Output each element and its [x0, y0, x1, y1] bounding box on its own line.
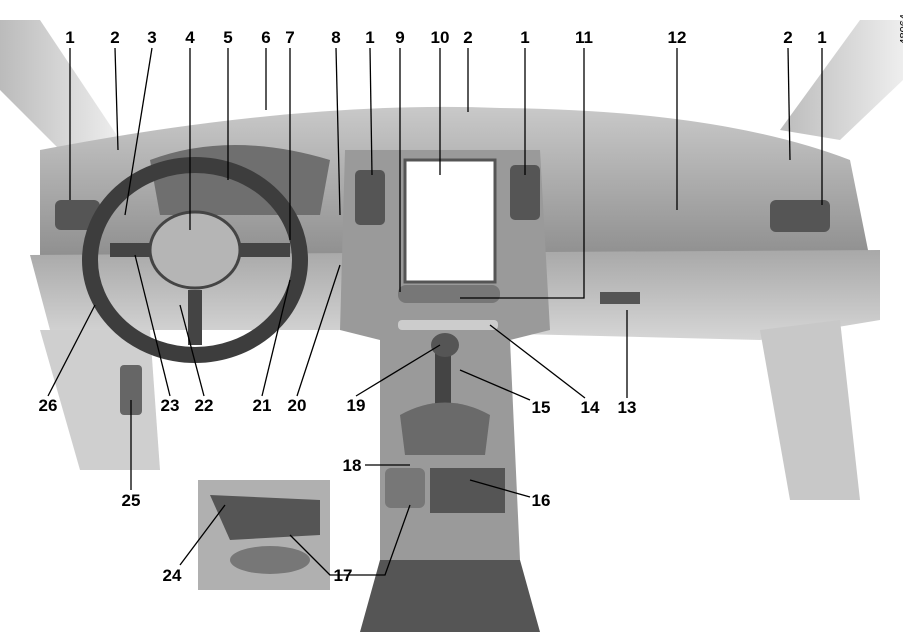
gear-boot: [400, 402, 490, 455]
leader-line-1: [369, 47, 373, 176]
steering-wheel: [82, 157, 308, 363]
callout-label-6: 6: [261, 28, 270, 47]
leader-line-2: [114, 47, 119, 151]
leader-line-11: [460, 48, 585, 299]
leader-line-24: [179, 504, 226, 566]
glovebox-handle: [600, 292, 640, 304]
callout-label-20: 20: [288, 396, 307, 415]
callout-label-17: 17: [334, 566, 353, 585]
leader-line-21: [261, 279, 291, 397]
leader-line-23: [134, 254, 171, 397]
leader-line-2: [787, 47, 791, 161]
callout-label-19: 19: [347, 396, 366, 415]
vent-center-right: [510, 165, 540, 220]
right-door: [760, 320, 860, 500]
callout-label-21: 21: [253, 396, 272, 415]
inset-detail: [210, 495, 320, 540]
callout-label-22: 22: [195, 396, 214, 415]
callout-label-1: 1: [365, 28, 374, 47]
storage-tray: [430, 468, 505, 513]
callout-label-10: 10: [431, 28, 450, 47]
leader-line-26: [47, 304, 96, 397]
callout-label-24: 24: [163, 566, 182, 585]
right-pillar: [780, 20, 903, 140]
leader-line-15: [459, 369, 531, 401]
leader-line-8: [335, 47, 341, 216]
steering-spokes: [110, 243, 290, 345]
callout-label-2: 2: [463, 28, 472, 47]
vent-right: [770, 200, 830, 232]
callout-label-7: 7: [285, 28, 294, 47]
callout-label-9: 9: [395, 28, 404, 47]
steering-hub: [148, 210, 242, 290]
pedal: [120, 365, 142, 415]
callout-label-23: 23: [161, 396, 180, 415]
callout-label-16: 16: [532, 491, 551, 510]
seat-area: [360, 560, 540, 632]
figure-reference: 48064: [899, 14, 903, 45]
leader-line-20: [296, 264, 341, 397]
callout-label-26: 26: [39, 396, 58, 415]
callout-label-14: 14: [581, 398, 600, 417]
callout-label-12: 12: [668, 28, 687, 47]
callout-label-1: 1: [817, 28, 826, 47]
leader-line-19: [355, 344, 441, 397]
leader-line-22: [179, 304, 205, 397]
climate-controls: [398, 320, 498, 330]
callout-label-3: 3: [147, 28, 156, 47]
callout-label-11: 11: [575, 28, 593, 47]
inset-cup-holder: [230, 546, 310, 574]
gear-knob: [431, 333, 459, 357]
leader-line-16: [469, 479, 531, 498]
multimedia-screen: [403, 158, 497, 284]
leader-line-17: [289, 504, 411, 576]
callout-label-13: 13: [618, 398, 637, 417]
cup-holder: [385, 468, 425, 508]
leader-lines: [47, 47, 823, 576]
screen-controls: [398, 285, 500, 303]
vent-center-left: [355, 170, 385, 225]
callout-label-8: 8: [331, 28, 340, 47]
callout-label-25: 25: [122, 491, 141, 510]
left-pillar: [0, 20, 120, 150]
callout-label-1: 1: [520, 28, 529, 47]
callout-label-2: 2: [783, 28, 792, 47]
vent-left: [55, 200, 100, 230]
leader-line-14: [489, 324, 586, 399]
callout-label-4: 4: [185, 28, 195, 47]
callout-label-18: 18: [343, 456, 362, 475]
leader-line-3: [124, 47, 153, 216]
callout-label-15: 15: [532, 398, 551, 417]
callout-label-1: 1: [65, 28, 74, 47]
callout-label-2: 2: [110, 28, 119, 47]
callout-label-5: 5: [223, 28, 232, 47]
